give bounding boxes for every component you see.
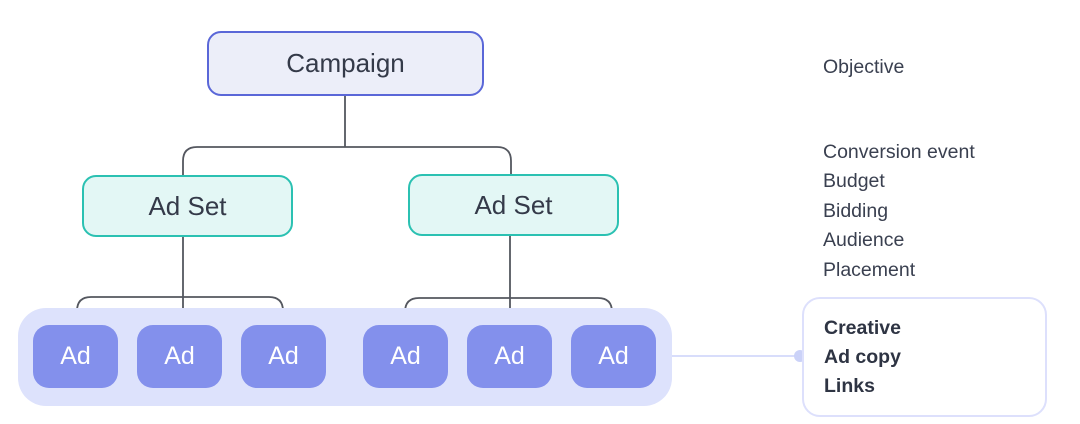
ad-label: Ad xyxy=(60,342,91,370)
campaign-level-annotation: Objective xyxy=(823,56,904,78)
campaign-node: Campaign xyxy=(207,31,484,96)
annotation-item: Bidding xyxy=(823,199,889,222)
annotation-item: Links xyxy=(824,375,875,397)
ad-label: Ad xyxy=(164,342,195,370)
ad-set-node-1: Ad Set xyxy=(82,175,293,237)
annotation-item: Placement xyxy=(823,258,916,281)
ad-node-5: Ad xyxy=(467,325,552,388)
annotation-item: Audience xyxy=(823,229,905,252)
ad-label: Ad xyxy=(268,342,299,370)
campaign-branch-line xyxy=(182,96,512,175)
annotation-item: Conversion event xyxy=(823,141,975,163)
ad-label: Ad xyxy=(598,342,629,370)
campaign-label: Campaign xyxy=(286,48,405,78)
ads-group-container xyxy=(18,308,672,406)
ad-label: Ad xyxy=(494,342,525,370)
ad-node-2: Ad xyxy=(137,325,222,388)
ad-level-annotations-card: Creative Ad copy Links xyxy=(802,297,1047,417)
annotation-item: Objective xyxy=(823,56,905,78)
ad-set-label: Ad Set xyxy=(148,190,227,221)
ad-node-4: Ad xyxy=(363,325,448,388)
annotation-item: Ad copy xyxy=(824,346,901,368)
annotation-item: Creative xyxy=(824,317,901,339)
ad-node-3: Ad xyxy=(241,325,326,388)
ad-node-1: Ad xyxy=(33,325,118,388)
ad-set-label: Ad Set xyxy=(474,189,553,220)
ad-set-level-annotations: Conversion event Budget Bidding Audience… xyxy=(823,138,975,285)
annotation-item: Budget xyxy=(823,170,885,193)
ad-node-6: Ad xyxy=(571,325,656,388)
ad-label: Ad xyxy=(390,342,421,370)
ad-set-node-2: Ad Set xyxy=(408,174,619,236)
